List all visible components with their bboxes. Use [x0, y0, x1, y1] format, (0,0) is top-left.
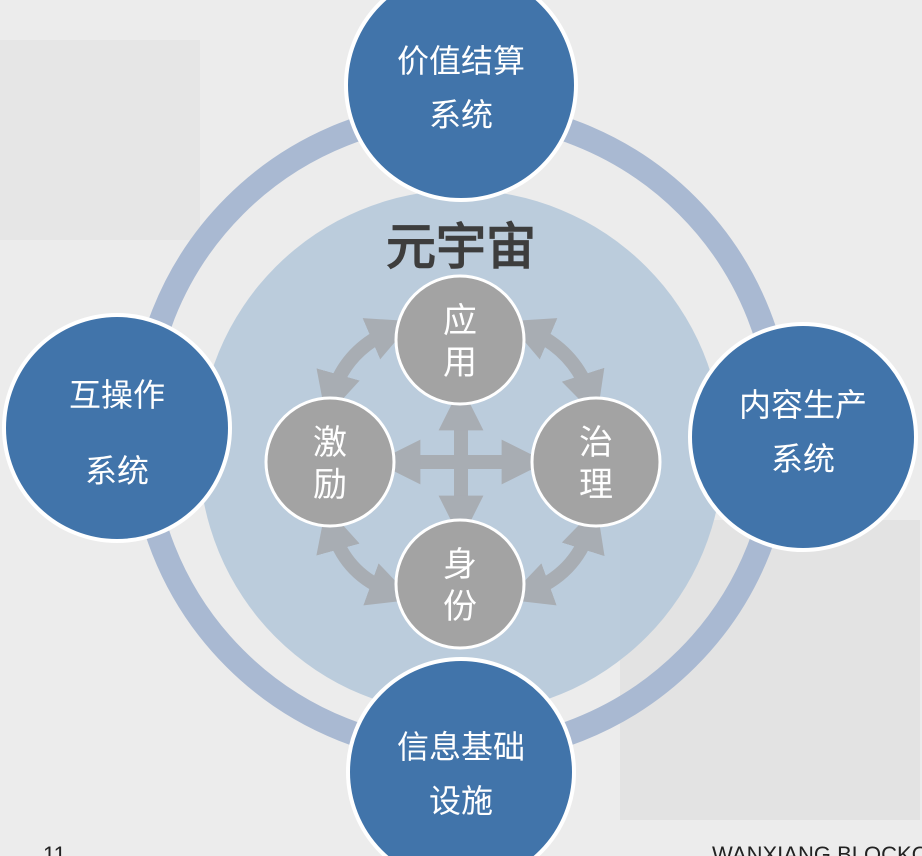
- inner-node-identity: 身 份: [394, 518, 526, 650]
- arc-arrow-top-right: [507, 318, 605, 418]
- svg-text:激: 激: [313, 423, 347, 463]
- svg-text:价值结算: 价值结算: [397, 42, 525, 80]
- svg-text:内容生产: 内容生产: [739, 386, 867, 424]
- svg-text:系统: 系统: [85, 452, 149, 490]
- arrows: [316, 318, 605, 606]
- svg-text:用: 用: [443, 343, 477, 383]
- arc-arrow-bottom-right: [506, 506, 605, 606]
- outer-node-infrastructure: 信息基础 设施: [346, 657, 576, 856]
- svg-text:身: 身: [443, 545, 477, 585]
- page-number: 11: [43, 842, 66, 856]
- svg-text:互操作: 互操作: [69, 376, 165, 414]
- inner-node-incentive: 激 励: [264, 396, 396, 528]
- svg-text:励: 励: [313, 465, 347, 505]
- svg-text:份: 份: [443, 587, 477, 627]
- svg-text:治: 治: [579, 423, 613, 463]
- svg-text:应: 应: [443, 301, 477, 341]
- brand-text: WANXIANG BLOCKCHAIN: [712, 842, 922, 856]
- arc-arrow-top-left: [316, 318, 413, 418]
- outer-node-value-settlement: 价值结算 系统: [344, 0, 578, 202]
- outer-node-content-production: 内容生产 系统: [688, 322, 918, 552]
- inner-node-application: 应 用: [394, 274, 526, 406]
- svg-text:信息基础: 信息基础: [397, 728, 525, 766]
- svg-text:设施: 设施: [429, 782, 493, 820]
- svg-text:系统: 系统: [429, 96, 493, 134]
- center-title: 元宇宙: [386, 218, 536, 276]
- svg-text:系统: 系统: [771, 440, 835, 478]
- inner-node-governance: 治 理: [530, 396, 662, 528]
- background-decoration: [0, 40, 200, 240]
- arc-arrow-bottom-left: [316, 506, 414, 606]
- svg-text:理: 理: [579, 465, 613, 505]
- outer-node-interoperability: 互操作 系统: [2, 313, 232, 543]
